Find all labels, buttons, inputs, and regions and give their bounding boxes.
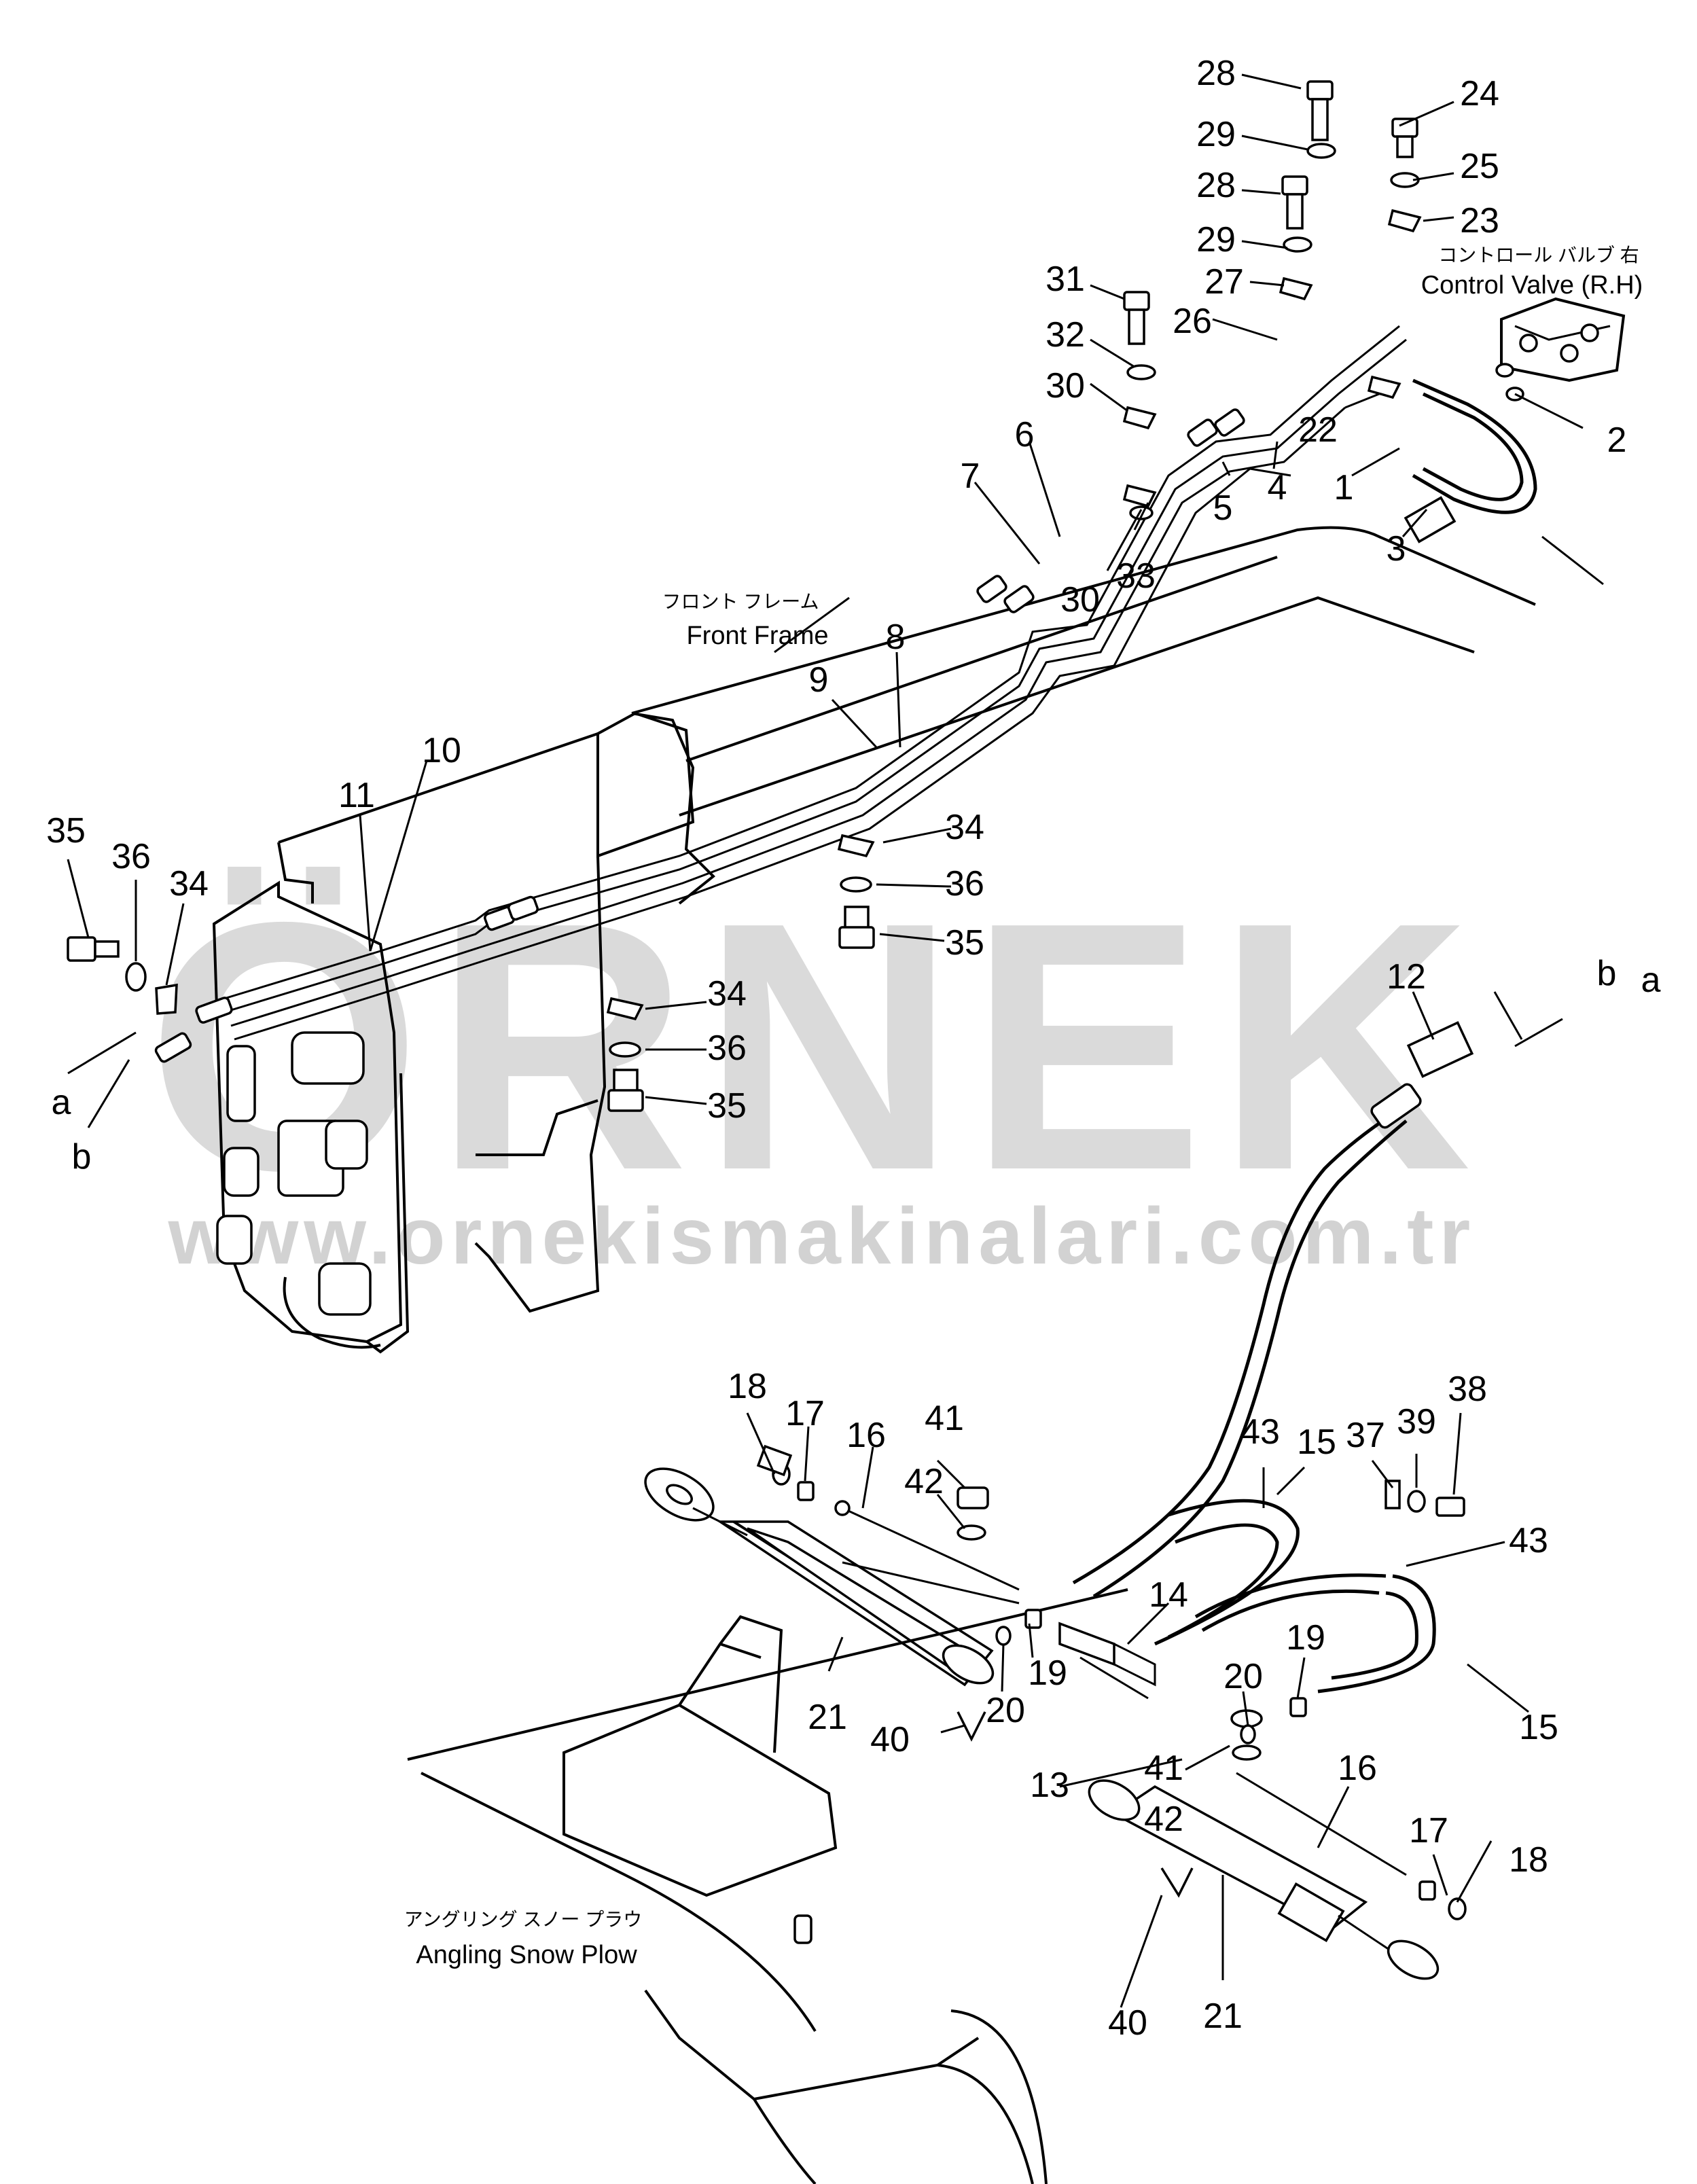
- part-number: 17: [1409, 1811, 1448, 1850]
- front-frame-label-en: Front Frame: [686, 622, 828, 650]
- part-number: 12: [1387, 957, 1426, 997]
- watermark: ÖRNEK www.ornekismakinalari.com.tr: [147, 849, 1476, 1281]
- part-number: 40: [1108, 2003, 1147, 2043]
- part-number: 19: [1028, 1653, 1067, 1693]
- part-number: 30: [1060, 580, 1100, 620]
- part-number: 27: [1204, 262, 1244, 302]
- part-number: a: [1641, 961, 1661, 1000]
- part-number: 33: [1116, 556, 1156, 596]
- watermark-url: www.ornekismakinalari.com.tr: [168, 1192, 1476, 1281]
- part-number: 17: [785, 1394, 825, 1433]
- snow-plow-label-en: Angling Snow Plow: [416, 1941, 637, 1969]
- part-number: 20: [986, 1691, 1025, 1730]
- part-number: 3: [1387, 529, 1406, 569]
- front-frame-label-jp: フロント フレーム: [662, 591, 819, 612]
- part-number: b: [72, 1137, 92, 1177]
- part-number: 39: [1397, 1402, 1436, 1442]
- part-number-labels: 28 24 29 25 28 23 29 31 27 26 32 30 22 2…: [46, 54, 1660, 2043]
- part-number: 21: [808, 1698, 847, 1737]
- part-number: 35: [945, 923, 984, 963]
- snow-plow: [407, 1588, 1128, 2184]
- control-valve-hoses: [1412, 378, 1537, 514]
- part-number: 18: [1509, 1840, 1548, 1880]
- part-number: 41: [925, 1399, 964, 1438]
- hardware: [67, 80, 1474, 1920]
- frame-pipes: [154, 325, 1407, 1063]
- control-valve-label-en: Control Valve (R.H): [1421, 271, 1643, 300]
- snow-plow-label-jp: アングリング スノー プラウ: [404, 1909, 642, 1930]
- part-number: 16: [1338, 1749, 1377, 1788]
- part-number: 4: [1268, 468, 1287, 507]
- part-number: 35: [707, 1086, 747, 1126]
- part-number: 28: [1196, 166, 1236, 205]
- part-number: 22: [1298, 410, 1338, 450]
- part-number: 35: [46, 811, 86, 851]
- part-number: 34: [945, 808, 984, 847]
- leader-lines: [67, 73, 1604, 2008]
- part-number: 16: [846, 1416, 886, 1455]
- part-number: 1: [1334, 468, 1354, 507]
- part-number: 38: [1448, 1370, 1487, 1409]
- part-number: 6: [1015, 415, 1035, 454]
- front-frame: [277, 526, 1536, 1313]
- part-number: 20: [1223, 1657, 1263, 1696]
- part-number: 36: [111, 837, 151, 876]
- right-cylinder: [1088, 1772, 1440, 1980]
- part-number: 36: [945, 864, 984, 903]
- part-number: 30: [1046, 366, 1085, 406]
- part-number: 13: [1030, 1766, 1069, 1805]
- mounting-plate: [212, 880, 410, 1354]
- part-number: 37: [1346, 1416, 1385, 1455]
- part-number: 2: [1607, 420, 1627, 460]
- part-number: 15: [1519, 1708, 1558, 1747]
- part-number: 40: [870, 1720, 910, 1759]
- part-number: b: [1597, 954, 1617, 993]
- part-number: 8: [886, 617, 906, 657]
- part-number: 19: [1286, 1618, 1325, 1658]
- part-number: 42: [904, 1462, 944, 1501]
- part-number: 41: [1144, 1749, 1183, 1788]
- part-number: 7: [961, 457, 980, 496]
- part-number: a: [52, 1083, 71, 1122]
- part-number: 10: [422, 731, 461, 770]
- part-number: 32: [1046, 315, 1085, 355]
- part-number: 29: [1196, 115, 1236, 154]
- part-number: 11: [338, 776, 375, 815]
- part-number: 18: [728, 1367, 767, 1406]
- part-number: 31: [1046, 259, 1085, 299]
- part-number: 29: [1196, 220, 1236, 259]
- part-number: 28: [1196, 54, 1236, 93]
- part-number: 34: [169, 864, 209, 903]
- junction-block: [1058, 1622, 1156, 1687]
- part-number: 15: [1297, 1422, 1336, 1462]
- part-number: 43: [1240, 1412, 1280, 1452]
- control-valve-label-jp: コントロール バルブ 右: [1438, 245, 1639, 266]
- part-number: 5: [1213, 488, 1233, 528]
- cylinder-hoses: [1072, 1083, 1436, 1694]
- part-number: 23: [1460, 201, 1499, 240]
- part-number: 34: [707, 974, 747, 1014]
- callouts: フロント フレーム Front Frame コントロール バルブ 右 Contr…: [404, 245, 1643, 1969]
- left-cylinder: [644, 1467, 1020, 1687]
- part-number: 21: [1203, 1997, 1243, 2036]
- control-valve-rh: [1495, 297, 1626, 401]
- part-number: 25: [1460, 147, 1499, 186]
- part-number: 43: [1509, 1521, 1548, 1560]
- part-number: 9: [809, 660, 829, 700]
- part-number: 26: [1173, 302, 1212, 341]
- part-number: 36: [707, 1028, 747, 1068]
- part-number: 14: [1149, 1575, 1188, 1615]
- part-number: 24: [1460, 74, 1499, 113]
- part-number: 42: [1144, 1800, 1183, 1839]
